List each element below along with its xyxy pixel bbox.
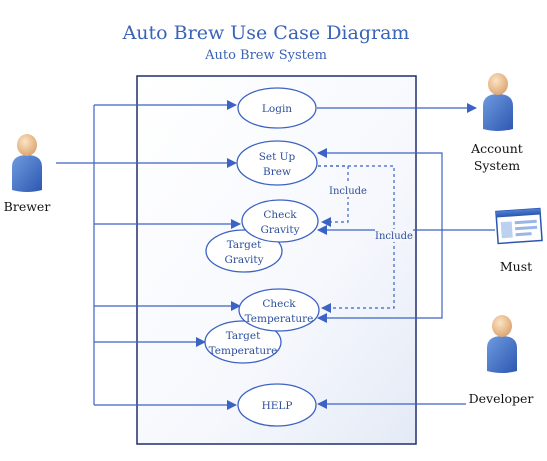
person-icon (483, 73, 513, 131)
use-case-help[interactable]: HELP (237, 383, 317, 427)
include-label-bg-1 (329, 184, 367, 197)
must-to-check-temperature-line (317, 230, 443, 323)
actor-must[interactable]: Must (495, 207, 543, 274)
include-label-2: Include (375, 231, 413, 242)
actor-account-system-line1: Account (470, 141, 523, 156)
person-icon (487, 315, 517, 373)
use-case-help-label: HELP (262, 400, 293, 412)
use-case-target-gravity-line1: Target (227, 239, 262, 251)
use-case-check-temperature[interactable]: Check Temperature (238, 288, 320, 332)
use-case-check-temperature-line1: Check (262, 298, 296, 310)
use-case-target-gravity-line2: Gravity (224, 254, 263, 266)
actor-developer-label: Developer (469, 391, 534, 406)
use-case-set-up-brew-line2: Brew (263, 166, 291, 178)
use-case-login[interactable]: Login (237, 87, 317, 129)
actor-account-system[interactable]: Account System (470, 73, 523, 173)
actor-brewer-label: Brewer (4, 199, 51, 214)
include-label-1: Include (329, 186, 367, 197)
application-window-icon (495, 207, 543, 245)
actor-account-system-line2: System (474, 158, 520, 173)
use-case-check-temperature-line2: Temperature (245, 313, 314, 325)
use-case-target-temperature-line2: Temperature (209, 345, 278, 357)
use-case-check-gravity-line1: Check (263, 209, 297, 221)
use-case-set-up-brew[interactable]: Set Up Brew (236, 140, 318, 186)
diagram-title: Auto Brew Use Case Diagram (122, 22, 410, 44)
use-case-set-up-brew-line1: Set Up (259, 151, 296, 163)
use-case-login-label: Login (262, 103, 292, 115)
use-case-target-temperature-line1: Target (226, 330, 261, 342)
must-to-setup-line (317, 148, 443, 230)
actor-must-label: Must (500, 259, 532, 274)
actor-developer[interactable]: Developer (469, 315, 534, 406)
system-name: Auto Brew System (204, 48, 327, 63)
actor-brewer[interactable]: Brewer (4, 134, 51, 214)
include-label-bg-2 (375, 229, 413, 242)
person-icon (12, 134, 42, 192)
use-case-check-gravity-line2: Gravity (260, 224, 299, 236)
use-case-target-temperature[interactable]: Target Temperature (204, 320, 282, 364)
use-case-check-gravity[interactable]: Check Gravity (241, 199, 319, 243)
